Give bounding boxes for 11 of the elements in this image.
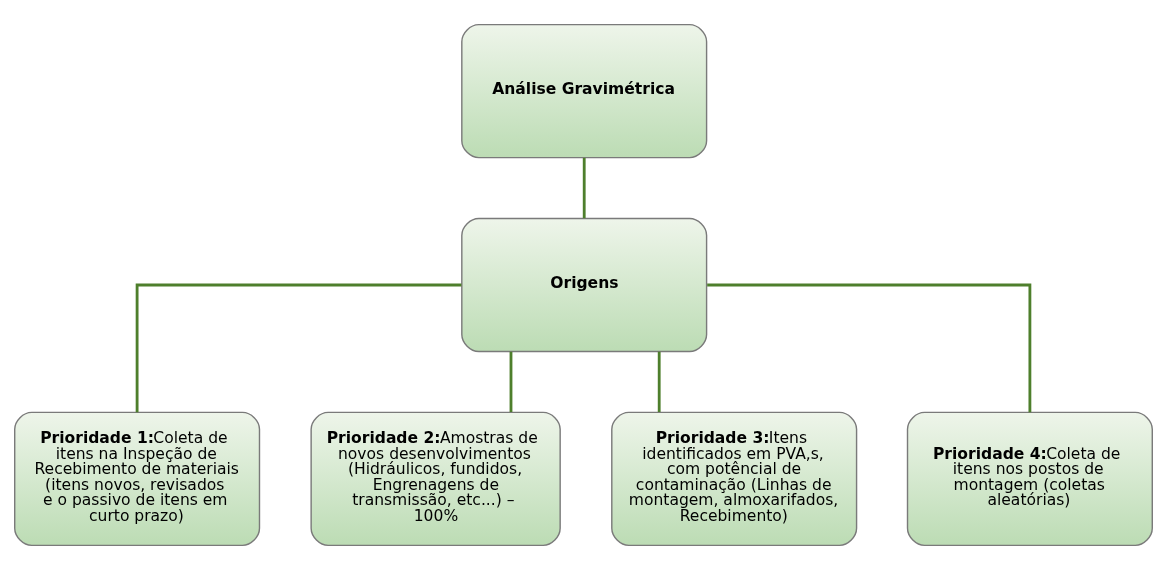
connector (707, 283, 1032, 413)
connector (135, 283, 462, 413)
node-box: Prioridade 4:Coleta de itens nos postos de montagem (coletas aleatórias) (906, 411, 1153, 547)
connector (582, 157, 586, 219)
connector (657, 351, 661, 412)
node-box: Prioridade 1:Coleta de itens na Inspeção de Recebimento de materiais (itens novos, revisados e o passivo de itens em curto prazo) (14, 411, 261, 547)
connector (509, 351, 513, 412)
node-box: Prioridade 2:Amostras de novos desenvolvimentos (Hidráulicos, fundidos, Engrenagens de transmissão, etc...) – 100% (310, 411, 561, 547)
node-box: Análise Gravimétrica (461, 23, 708, 159)
node-box: Prioridade 3:Itens identificados em PVA,s, com potêncial de contaminação (Linhas de montagem, almoxarifados, Recebimento) (611, 411, 858, 547)
node-box: Origens (461, 217, 708, 353)
